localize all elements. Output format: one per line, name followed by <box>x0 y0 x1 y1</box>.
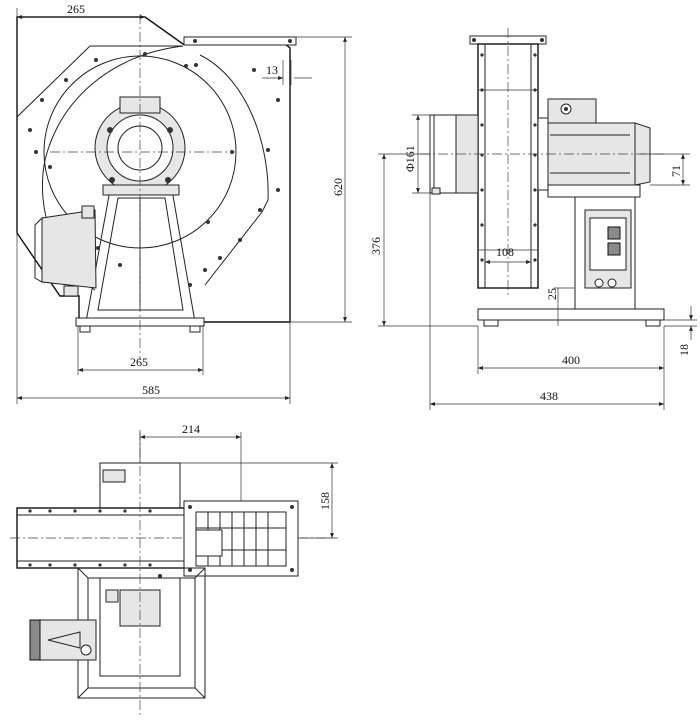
top-view: 214 158 <box>10 422 338 718</box>
dim-flange: 13 <box>262 60 312 85</box>
dim-base-thickness: 18 <box>664 306 697 356</box>
dim-top-width: 265 <box>16 2 145 19</box>
dim-base-width: 265 <box>77 326 204 375</box>
dim-base-width-label: 265 <box>130 355 148 369</box>
dim-motor-offset-label: 71 <box>669 165 683 177</box>
switch-button <box>607 226 621 240</box>
dim-outlet-offset-label: 214 <box>182 422 200 436</box>
dim-total-width: 585 <box>16 233 291 404</box>
dim-base-length-label: 400 <box>562 353 580 367</box>
housing-bolt-holes <box>28 52 280 287</box>
housing-chamfer-line <box>16 45 183 118</box>
side-view: Φ161 376 108 25 400 438 <box>369 28 697 410</box>
scroll-casing-right <box>199 54 269 286</box>
dim-inlet-diameter-label: Φ161 <box>403 145 417 172</box>
side-base-plate <box>477 308 665 321</box>
motor-terminal-box <box>547 98 597 124</box>
dim-total-length: 438 <box>429 193 665 410</box>
top-band-bolts <box>28 509 152 567</box>
dim-foot-height-label: 25 <box>545 288 559 300</box>
side-bolt-holes <box>480 53 537 262</box>
dim-flange-label: 13 <box>266 63 278 77</box>
top-flange <box>183 36 297 46</box>
pedestal-cap <box>102 184 180 196</box>
dim-outlet-height: 158 <box>180 462 338 539</box>
dim-shaft-height-label: 376 <box>369 237 383 255</box>
dim-inlet-depth-label: 108 <box>496 245 514 259</box>
dim-height: 620 <box>290 36 352 323</box>
motor-pedestal <box>547 184 641 198</box>
front-view: 265 13 620 265 585 <box>16 2 352 404</box>
dim-base-length: 400 <box>477 326 665 374</box>
dim-motor-offset: 71 <box>640 153 690 186</box>
dim-height-label: 620 <box>331 178 345 196</box>
dim-top-width-label: 265 <box>67 2 85 16</box>
dim-base-thickness-label: 18 <box>677 344 691 356</box>
dim-total-length-label: 438 <box>540 389 558 403</box>
dim-total-width-label: 585 <box>142 383 160 397</box>
dim-outlet-offset: 214 <box>139 422 242 501</box>
dim-shaft-height: 376 <box>369 153 478 327</box>
dim-foot-height: 25 <box>545 287 575 326</box>
junction-box <box>41 209 97 289</box>
dim-outlet-height-label: 158 <box>318 492 332 510</box>
dim-inlet-depth: 108 <box>485 245 531 264</box>
